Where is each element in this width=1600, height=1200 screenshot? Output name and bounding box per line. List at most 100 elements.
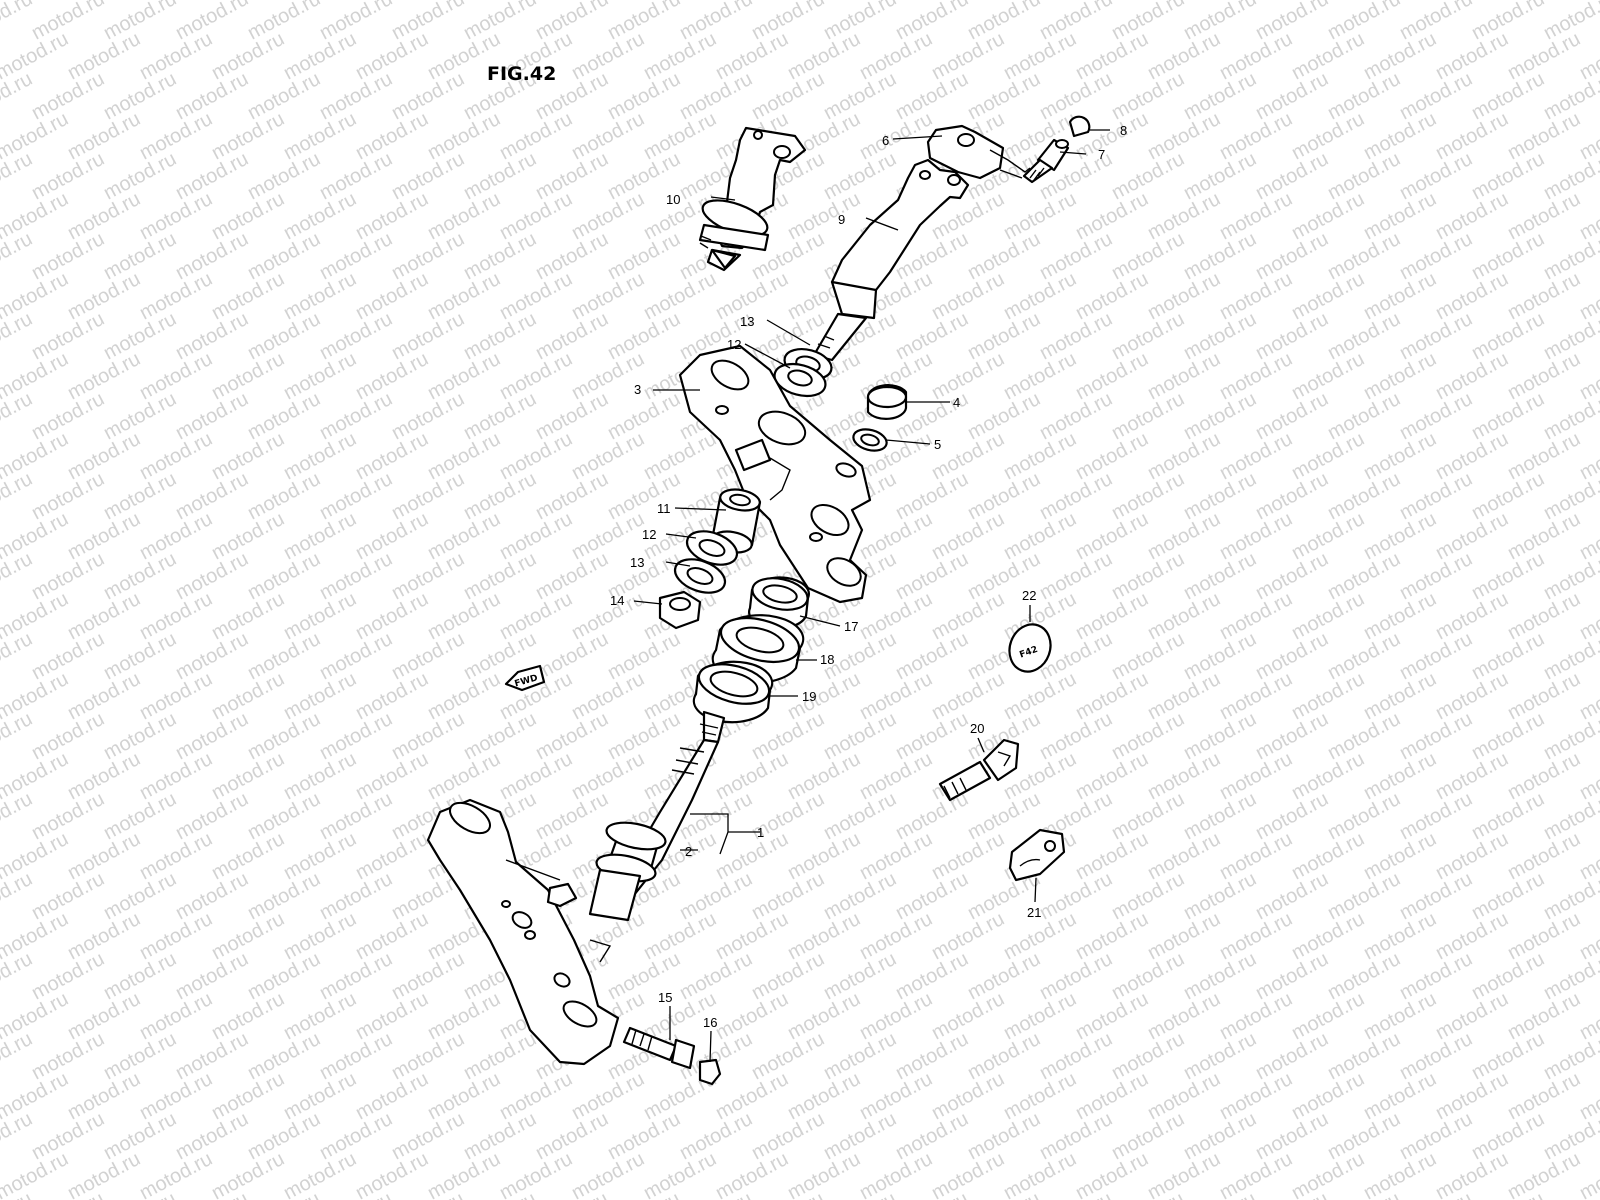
watermark-text: motod.ru [1000,188,1080,244]
watermark-text: motod.ru [1432,1068,1512,1124]
watermark-text: motod.ru [1108,948,1188,1004]
watermark-text: motod.ru [496,588,576,644]
watermark-text: motod.ru [856,748,936,804]
watermark-text: motod.ru [676,68,756,124]
leader-lines [633,129,1110,1063]
watermark-text: motod.ru [1108,548,1188,604]
watermark-text: motod.ru [784,748,864,804]
watermark-text: motod.ru [568,668,648,724]
watermark-text: motod.ru [1216,668,1296,724]
watermark-text: motod.ru [604,708,684,764]
watermark-text: motod.ru [1504,28,1584,84]
watermark-text: motod.ru [352,828,432,884]
watermark-text: motod.ru [136,508,216,564]
watermark-text: motod.ru [964,68,1044,124]
watermark-text: motod.ru [1504,1148,1584,1200]
watermark-text: motod.ru [856,988,936,1044]
watermark-text: motod.ru [1036,1108,1116,1164]
watermark-text: motod.ru [460,1028,540,1084]
watermark-text: motod.ru [208,1148,288,1200]
watermark-text: motod.ru [1468,0,1548,44]
callout-1: 1 [757,825,764,840]
watermark-text: motod.ru [1072,748,1152,804]
watermark-text: motod.ru [1252,0,1332,44]
watermark-text: motod.ru [856,1148,936,1200]
watermark-text: motod.ru [1108,388,1188,444]
watermark-text: motod.ru [208,188,288,244]
watermark-text: motod.ru [784,1068,864,1124]
watermark-text: motod.ru [496,748,576,804]
watermark-text: motod.ru [1432,508,1512,564]
watermark-text: motod.ru [532,388,612,444]
watermark-text: motod.ru [100,148,180,204]
watermark-text: motod.ru [316,548,396,604]
watermark-text: motod.ru [280,668,360,724]
watermark-text: motod.ru [640,268,720,324]
watermark-text: motod.ru [496,108,576,164]
watermark-text: motod.ru [1072,1068,1152,1124]
watermark-text: motod.ru [928,908,1008,964]
part-13-lower-washer [673,558,727,594]
watermark-text: motod.ru [208,348,288,404]
watermark-text: motod.ru [388,388,468,444]
watermark-text: motod.ru [532,148,612,204]
watermark-text: motod.ru [532,228,612,284]
watermark-text: motod.ru [892,788,972,844]
part-5-washer [852,428,888,452]
watermark-text: motod.ru [928,988,1008,1044]
watermark-text: motod.ru [100,228,180,284]
watermark-text: motod.ru [1360,988,1440,1044]
watermark-text: motod.ru [532,308,612,364]
callout-19: 19 [802,689,816,704]
watermark-text: motod.ru [244,628,324,684]
watermark-text: motod.ru [964,308,1044,364]
part-2-lower-bracket [426,798,620,1066]
watermark-text: motod.ru [64,988,144,1044]
watermark-text: motod.ru [208,828,288,884]
part-6-clamp-cap [926,124,1031,180]
watermark-text: motod.ru [1468,388,1548,444]
watermark-text: motod.ru [100,548,180,604]
watermark-text: motod.ru [1396,1028,1476,1084]
watermark-text: motod.ru [892,308,972,364]
watermark-text: motod.ru [1252,788,1332,844]
watermark-text: motod.ru [1144,668,1224,724]
part-1-steering-stem [588,710,726,922]
watermark-text: motod.ru [1504,268,1584,324]
watermark-text: motod.ru [1180,148,1260,204]
watermark-text: motod.ru [316,1108,396,1164]
watermark-text: motod.ru [892,948,972,1004]
watermark-text: motod.ru [892,68,972,124]
watermark-text: motod.ru [1072,668,1152,724]
watermark-text: motod.ru [352,28,432,84]
watermark-text: motod.ru [388,548,468,604]
watermark-text: motod.ru [388,308,468,364]
watermark-text: motod.ru [424,268,504,324]
watermark-text: motod.ru [1072,828,1152,884]
watermark-text: motod.ru [1036,1028,1116,1084]
watermark-text: motod.ru [1432,908,1512,964]
watermark-text: motod.ru [1324,308,1404,364]
watermark-text: motod.ru [136,348,216,404]
watermark-text: motod.ru [316,788,396,844]
watermark-text: motod.ru [1324,628,1404,684]
watermark-text: motod.ru [1432,748,1512,804]
watermark-text: motod.ru [172,868,252,924]
watermark-text: motod.ru [1108,148,1188,204]
watermark-text: motod.ru [1144,1148,1224,1200]
watermark-text: motod.ru [1252,468,1332,524]
watermark-text: motod.ru [352,428,432,484]
watermark-text: motod.ru [64,348,144,404]
watermark-text: motod.ru [856,588,936,644]
watermark-text: motod.ru [1108,468,1188,524]
watermark-text: motod.ru [1396,788,1476,844]
watermark-text: motod.ru [352,108,432,164]
watermark-text: motod.ru [1144,988,1224,1044]
watermark-text: motod.ru [1072,1148,1152,1200]
watermark-text: motod.ru [1252,148,1332,204]
watermark-text: motod.ru [1432,828,1512,884]
watermark-text: motod.ru [280,348,360,404]
watermark-text: motod.ru [1144,1068,1224,1124]
callout-labels: 1 2 3 4 5 6 7 8 9 10 11 12 12 13 13 14 1… [610,123,1127,1030]
watermark-text: motod.ru [100,868,180,924]
